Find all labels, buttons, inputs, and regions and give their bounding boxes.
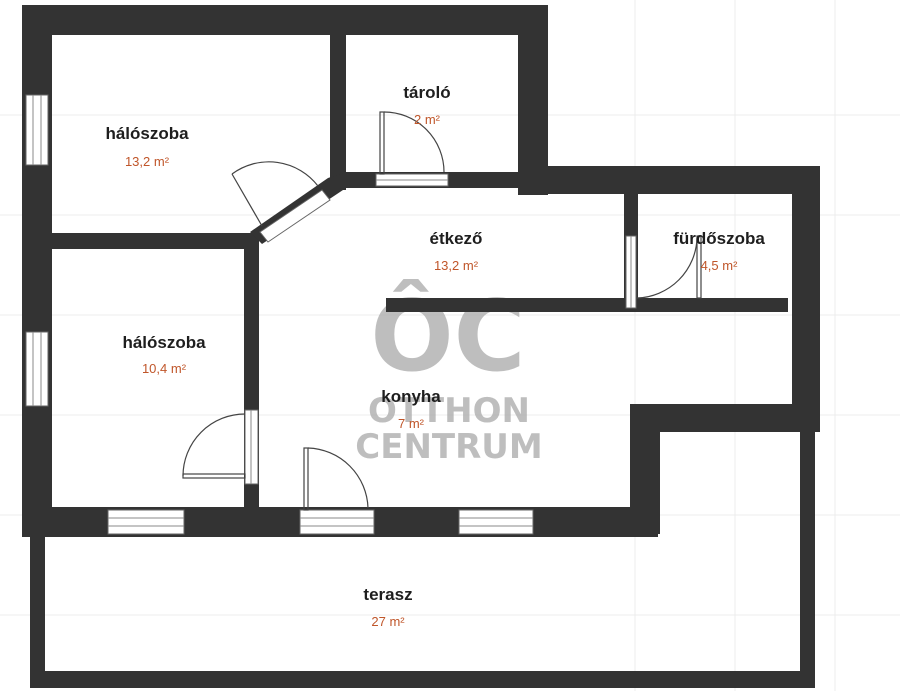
door-swings bbox=[182, 111, 702, 511]
window-bottom-kitchen bbox=[458, 509, 534, 535]
room-name: hálószoba bbox=[122, 333, 206, 352]
room-etkezo: étkező 13,2 m² bbox=[430, 229, 483, 273]
window-bottom-bedroom bbox=[107, 509, 185, 535]
watermark-logo: ÔC OTTHON CENTRUM bbox=[355, 278, 542, 467]
door-bathroom bbox=[636, 235, 702, 299]
room-haloszoba-1: hálószoba 13,2 m² bbox=[105, 124, 189, 169]
wall-top bbox=[22, 5, 548, 35]
wall-bedroom-storage bbox=[330, 30, 346, 190]
wall-bedroom-divider bbox=[45, 233, 255, 249]
room-name: fürdőszoba bbox=[673, 229, 765, 248]
room-area: 13,2 m² bbox=[434, 258, 479, 273]
room-terasz: terasz 27 m² bbox=[363, 585, 412, 629]
door-storage bbox=[379, 111, 445, 175]
watermark-line-1: OTTHON bbox=[368, 391, 530, 431]
room-area: 10,4 m² bbox=[142, 361, 187, 376]
opening-bedroom1 bbox=[259, 189, 331, 243]
wall-kitchen-counter bbox=[386, 298, 788, 312]
window-bottom-door bbox=[299, 509, 375, 535]
wall-terrace bbox=[30, 432, 815, 688]
wall-step-horizontal bbox=[630, 404, 820, 432]
room-name: étkező bbox=[430, 229, 483, 248]
wall-right bbox=[792, 166, 820, 430]
door-bedroom2 bbox=[182, 413, 246, 479]
room-haloszoba-2: hálószoba 10,4 m² bbox=[122, 333, 206, 376]
opening-storage bbox=[375, 173, 449, 187]
room-area: 13,2 m² bbox=[125, 154, 170, 169]
diagonal-wall bbox=[250, 172, 346, 244]
room-tarolo: tároló 2 m² bbox=[403, 83, 450, 127]
room-name: tároló bbox=[403, 83, 450, 102]
room-name: hálószoba bbox=[105, 124, 189, 143]
windows bbox=[25, 94, 637, 535]
room-area: 27 m² bbox=[371, 614, 405, 629]
wall-left bbox=[22, 5, 52, 537]
opening-bedroom2 bbox=[244, 409, 259, 485]
watermark-mark: ÔC bbox=[370, 278, 525, 394]
room-furdoszoba: fürdőszoba 4,5 m² bbox=[673, 229, 765, 273]
window-left-upper bbox=[25, 94, 49, 166]
wall-bathroom-top bbox=[518, 166, 820, 194]
wall-storage-right bbox=[518, 5, 548, 195]
room-area: 7 m² bbox=[398, 416, 425, 431]
window-left-lower bbox=[25, 331, 49, 407]
room-name: terasz bbox=[363, 585, 412, 604]
watermark-line-2: CENTRUM bbox=[355, 427, 542, 467]
opening-bathroom bbox=[625, 235, 637, 309]
door-kitchen bbox=[303, 447, 369, 511]
room-name: konyha bbox=[381, 387, 441, 406]
room-area: 4,5 m² bbox=[701, 258, 739, 273]
room-konyha: konyha 7 m² bbox=[381, 387, 441, 431]
door-bedroom1 bbox=[231, 161, 319, 227]
room-area: 2 m² bbox=[414, 112, 441, 127]
